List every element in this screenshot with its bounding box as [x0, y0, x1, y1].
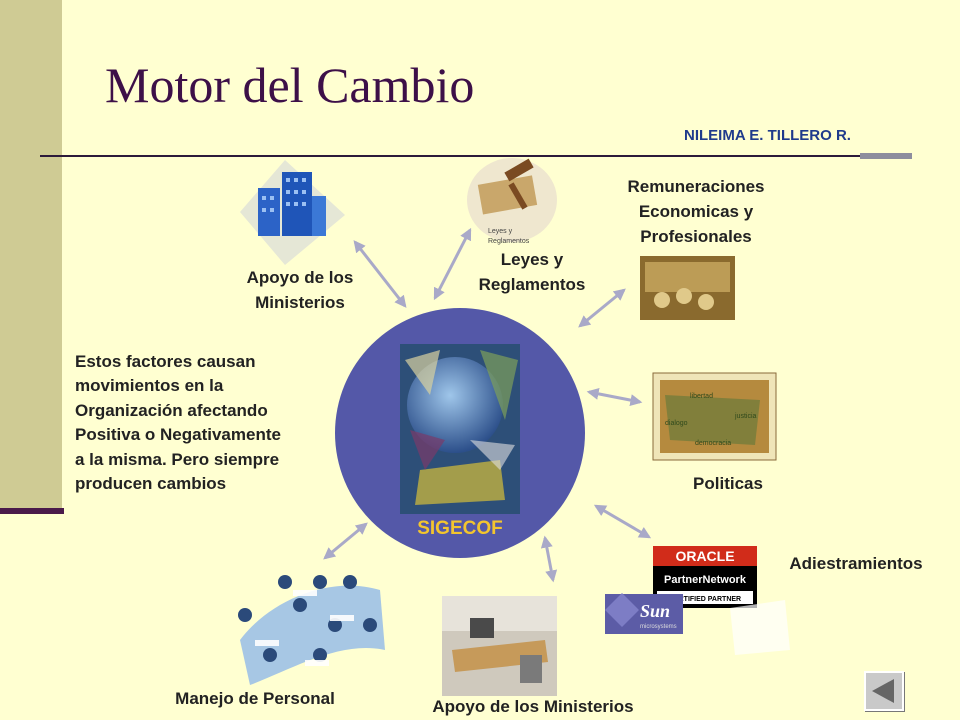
- sun-logo-subtext: microsystems: [640, 624, 677, 630]
- label-ministerios-top-line2: Ministerios: [255, 293, 345, 312]
- description-text: Estos factores causan movimientos en la …: [75, 350, 281, 496]
- label-remuneraciones-line1: Remuneraciones: [627, 177, 765, 196]
- label-personal: Manejo de Personal: [175, 689, 335, 708]
- connector-arrows: [323, 227, 652, 583]
- office-image: [442, 596, 557, 696]
- oracle-partner-text: PartnerNetwork: [664, 574, 747, 586]
- description-line-1: Estos factores causan: [75, 352, 256, 371]
- label-ministerios-top-line1: Apoyo de los: [246, 268, 354, 287]
- label-leyes-line2: Reglamentos: [478, 275, 586, 294]
- politics-image: libertad justicia democracia dialogo: [652, 372, 777, 461]
- arrow-ministerios-top: [353, 240, 407, 308]
- label-leyes-line1: Leyes y: [500, 250, 564, 269]
- label-remuneraciones: Remuneraciones Economicas y Profesionale…: [608, 174, 784, 249]
- label-politicas: Politicas: [693, 474, 763, 493]
- politics-word-3: democracia: [695, 440, 731, 447]
- arrow-adiestramientos: [593, 504, 652, 539]
- sun-logo-text: Sun: [640, 601, 670, 621]
- label-leyes: Leyes y Reglamentos: [462, 247, 602, 297]
- arrow-personal: [323, 522, 368, 560]
- description-line-6: producen cambios: [75, 474, 227, 494]
- arrow-remuneraciones: [578, 288, 626, 328]
- back-button[interactable]: [864, 671, 904, 711]
- politics-word-1: libertad: [690, 393, 713, 400]
- gavel-caption-1: Leyes y: [488, 228, 513, 235]
- label-adiestramientos: Adiestramientos: [789, 554, 923, 573]
- politics-word-2: justicia: [734, 413, 757, 420]
- sidebar-accent: [0, 508, 64, 514]
- arrow-leyes: [433, 227, 472, 301]
- sun-logo: Sun microsystems: [605, 593, 683, 634]
- arrow-ministerios-bottom: [540, 535, 558, 583]
- back-arrow-icon: [872, 679, 894, 703]
- description-line-2: movimientos en la: [75, 376, 224, 396]
- title-divider: [40, 155, 910, 157]
- arrow-politicas: [586, 387, 643, 407]
- label-ministerios-top: Apoyo de los Ministerios: [230, 265, 370, 315]
- money-image: [640, 256, 735, 320]
- gavel-caption-2: Reglamentos: [488, 238, 530, 245]
- people-network-image: [238, 575, 385, 685]
- slide-title: Motor del Cambio: [105, 57, 475, 113]
- description-line-5: a la misma. Pero siempre: [75, 449, 280, 469]
- building-image: [240, 160, 345, 265]
- gavel-image: Leyes y Reglamentos: [467, 158, 557, 245]
- sidebar-band: [0, 0, 62, 510]
- description-line-3: Organización afectando: [75, 400, 268, 420]
- title-divider-accent: [860, 153, 912, 159]
- oracle-certified-text: CERTIFIED PARTNER: [669, 596, 741, 603]
- label-remuneraciones-line3: Profesionales: [640, 227, 752, 246]
- label-remuneraciones-line2: Economicas y: [638, 202, 754, 221]
- sigecof-hub: [335, 308, 585, 558]
- label-ministerios-bottom: Apoyo de los Ministerios: [432, 697, 634, 716]
- description-line-4: Positiva o Negativamente: [75, 425, 281, 445]
- politics-word-4: dialogo: [665, 420, 688, 427]
- hub-label: SIGECOF: [417, 518, 503, 539]
- oracle-logo-text: ORACLE: [675, 548, 734, 564]
- author-name: NILEIMA E. TILLERO R.: [684, 127, 851, 144]
